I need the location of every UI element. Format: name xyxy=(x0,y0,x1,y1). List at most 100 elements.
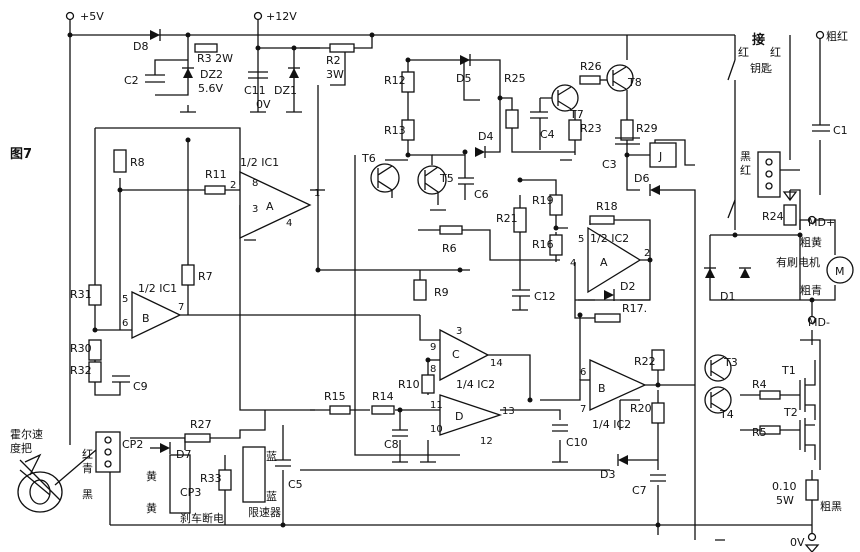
label-ic2-quarter-d: 1/4 IC2 xyxy=(456,378,495,391)
opamp-ic1-b xyxy=(131,290,182,340)
resistor-r24 xyxy=(783,204,797,226)
label-c12: C12 xyxy=(534,290,556,303)
rail-12v: +12V xyxy=(266,10,297,23)
label-hall-1: 霍尔速 xyxy=(10,428,43,441)
diode-d2 xyxy=(604,289,615,301)
label-r29: R29 xyxy=(636,122,658,135)
transistor-t8 xyxy=(606,64,634,92)
label-ic1-half-a: 1/2 IC1 xyxy=(240,156,279,169)
diode-d1-b xyxy=(739,267,751,278)
label-r10: R10 xyxy=(398,378,420,391)
label-wire-black: 黑 xyxy=(82,488,93,501)
label-dz1: DZ1 xyxy=(274,84,297,97)
label-c7: C7 xyxy=(632,484,647,497)
opamp-ic1-a xyxy=(239,170,312,240)
label-c10: C10 xyxy=(566,436,588,449)
label-ic2-pin13: 13 xyxy=(502,406,515,417)
motor xyxy=(826,256,854,284)
label-c6: C6 xyxy=(474,188,489,201)
label-r2: R2 xyxy=(326,54,341,67)
diode-d5 xyxy=(460,54,471,66)
label-ic2-pin4: 4 xyxy=(570,258,576,269)
label-ic1-pin2: 2 xyxy=(230,180,236,191)
label-ic1-pin3: 3 xyxy=(252,204,258,215)
label-ic1-pin5: 5 xyxy=(122,294,128,305)
label-t3: T3 xyxy=(723,356,738,369)
transistor-t7 xyxy=(551,84,579,112)
resistor-r19 xyxy=(549,194,563,216)
label-r25: R25 xyxy=(504,72,526,85)
label-shunt: 0.10 xyxy=(772,480,797,493)
label-t6: T6 xyxy=(361,152,376,165)
label-r16: R16 xyxy=(532,238,554,251)
opamp-ic2-d xyxy=(439,394,503,436)
resistor-r14 xyxy=(371,405,395,415)
resistor-r5 xyxy=(759,425,781,435)
resistor-r30 xyxy=(88,339,102,361)
resistor-r10 xyxy=(421,374,435,394)
resistor-r12 xyxy=(401,71,415,93)
label-ic2-pin10: 10 xyxy=(430,424,443,435)
resistor-r31 xyxy=(88,284,102,306)
resistor-r6 xyxy=(439,225,463,235)
resistor-r25 xyxy=(505,109,519,129)
label-ic2-pin12: 12 xyxy=(480,436,493,447)
label-r3: R3 2W xyxy=(197,52,233,65)
opamp-ic2-a xyxy=(587,226,642,294)
resistor-r7 xyxy=(181,264,195,286)
label-ic2-c: C xyxy=(452,348,460,361)
label-d1: D1 xyxy=(720,290,735,303)
label-ic2-pin6: 6 xyxy=(580,367,586,378)
label-0v-2: 0V xyxy=(256,98,271,111)
resistor-r20 xyxy=(651,402,665,424)
resistor-r18 xyxy=(589,215,615,225)
label-r18: R18 xyxy=(596,200,618,213)
diode-d3 xyxy=(617,454,628,466)
label-ic2-quarter-b: 1/4 IC2 xyxy=(592,418,631,431)
label-r7: R7 xyxy=(198,270,213,283)
label-r21: R21 xyxy=(496,212,518,225)
capacitor-c10 xyxy=(552,424,568,432)
label-md-plus: MD+ xyxy=(808,216,835,229)
label-ic2-pin9: 9 xyxy=(430,342,436,353)
label-t8: T8 xyxy=(627,76,642,89)
hall-throttle xyxy=(17,449,97,513)
label-r26: R26 xyxy=(580,60,602,73)
label-brake: 刹车断电 xyxy=(180,511,224,525)
label-d2: D2 xyxy=(620,280,635,293)
label-ic1-b: B xyxy=(142,312,150,325)
label-key-yaoshi: 钥匙 xyxy=(750,61,772,75)
rail-0v: 0V xyxy=(790,536,805,549)
diode-d1-a xyxy=(704,267,716,278)
mosfet-t2 xyxy=(799,418,816,460)
capacitor-c12 xyxy=(512,289,530,310)
resistor-r33 xyxy=(218,469,232,491)
label-d5: D5 xyxy=(456,72,471,85)
capacitor-c5 xyxy=(275,459,291,467)
label-yellow1: 黄 xyxy=(146,469,157,483)
label-ic2-pin3: 3 xyxy=(456,326,462,337)
label-shunt-w: 5W xyxy=(776,494,794,507)
diode-d6 xyxy=(649,184,660,196)
label-cuqing: 粗青 xyxy=(800,284,822,297)
label-cp3: CP3 xyxy=(180,486,201,499)
diode-d8 xyxy=(150,29,161,41)
label-ic2-pin14: 14 xyxy=(490,358,503,369)
capacitor-c8 xyxy=(392,429,408,437)
label-r14: R14 xyxy=(372,390,394,403)
label-r4: R4 xyxy=(752,378,767,391)
label-wire-cyan: 青 xyxy=(82,462,93,475)
label-d8: D8 xyxy=(133,40,148,53)
label-r8: R8 xyxy=(130,156,145,169)
rail-5v: +5V xyxy=(80,10,104,23)
label-ic2-pin8: 8 xyxy=(430,364,436,375)
label-d3: D3 xyxy=(600,468,615,481)
label-cuhei: 粗黑 xyxy=(820,500,842,513)
label-r17: R17. xyxy=(622,302,647,315)
label-ic2-pin2: 2 xyxy=(644,248,650,259)
label-yellow2: 黄 xyxy=(146,501,157,515)
diode-d4 xyxy=(475,146,486,158)
capacitor-c2 xyxy=(145,59,188,83)
label-c5: C5 xyxy=(288,478,303,491)
resistor-r21 xyxy=(513,207,527,233)
